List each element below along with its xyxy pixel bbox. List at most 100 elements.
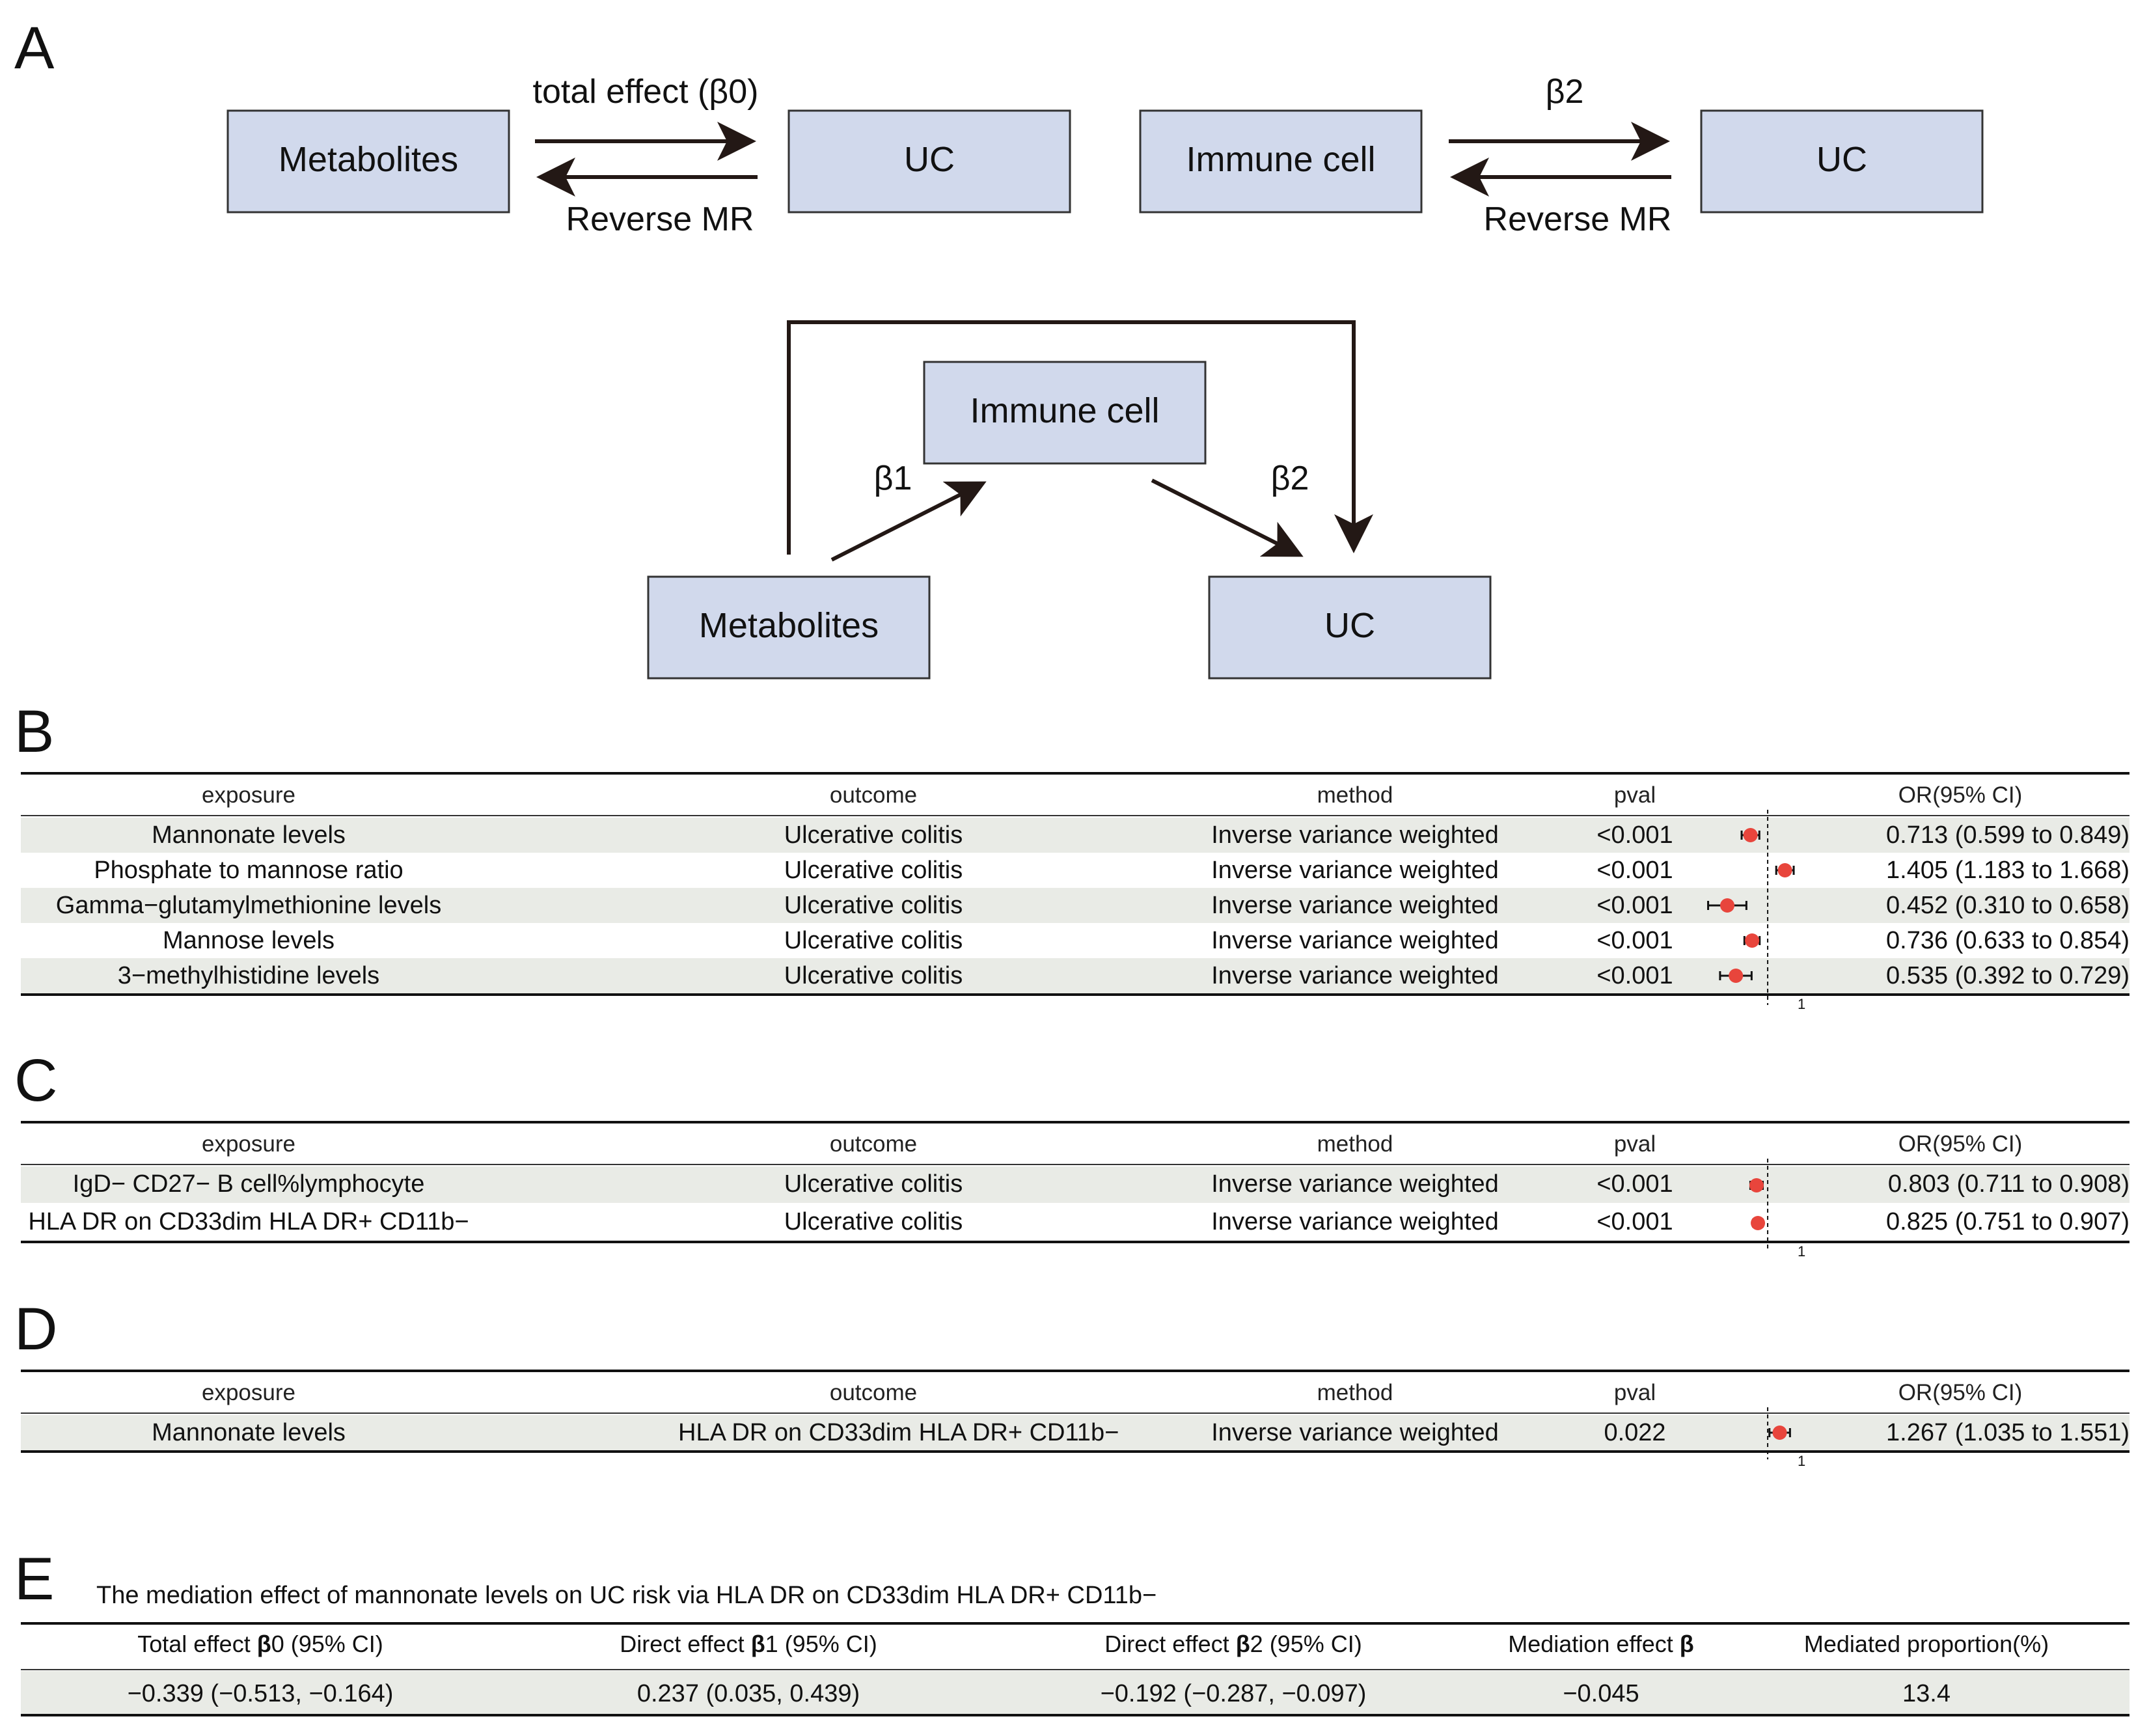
header-or: OR(95% CI) bbox=[1898, 1380, 2023, 1405]
cell-pval: <0.001 bbox=[1596, 857, 1673, 884]
cell-pval: <0.001 bbox=[1596, 962, 1673, 989]
cell-method: Inverse variance weighted bbox=[1211, 1170, 1499, 1198]
table-row: Gamma−glutamylmethionine levels Ulcerati… bbox=[21, 888, 2129, 923]
cell-pval: <0.001 bbox=[1596, 892, 1673, 919]
panel-e-title: The mediation effect of mannonate levels… bbox=[96, 1582, 1157, 1609]
table-row: 3−methylhistidine levels Ulcerative coli… bbox=[21, 958, 2129, 993]
value-direct-effect-2: −0.192 (−0.287, −0.097) bbox=[1100, 1680, 1367, 1707]
cell-or: 0.825 (0.751 to 0.907) bbox=[1886, 1208, 2129, 1235]
cell-method: Inverse variance weighted bbox=[1211, 857, 1499, 884]
panel-e-rule-top bbox=[21, 1622, 2129, 1625]
header-direct-effect-2: Direct effect β2 (95% CI) bbox=[1104, 1631, 1362, 1657]
cell-outcome: Ulcerative colitis bbox=[784, 1208, 963, 1235]
panel-e-value-row bbox=[21, 1671, 2129, 1714]
box-metabolites-bottom bbox=[647, 575, 931, 680]
panel-e-rule-mid bbox=[21, 1669, 2129, 1670]
label-reverse-mr-left: Reverse MR bbox=[566, 200, 754, 238]
forest-table-d: exposure outcome method pval OR(95% CI) … bbox=[21, 1368, 2129, 1469]
cell-method: Inverse variance weighted bbox=[1211, 1208, 1499, 1235]
header-exposure: exposure bbox=[202, 782, 295, 808]
label-immune-mediator: Immune cell bbox=[970, 391, 1159, 430]
table-row: Mannose levels Ulcerative colitis Invers… bbox=[21, 923, 2129, 958]
header-or: OR(95% CI) bbox=[1898, 782, 2023, 808]
forest-point bbox=[1751, 1216, 1766, 1230]
label-immune-top: Immune cell bbox=[1186, 140, 1375, 179]
forest-point bbox=[1720, 898, 1735, 913]
label-uc-top-right: UC bbox=[1816, 140, 1867, 179]
cell-method: Inverse variance weighted bbox=[1211, 1419, 1499, 1446]
cell-or: 1.405 (1.183 to 1.668) bbox=[1886, 857, 2129, 884]
box-uc-top-right bbox=[1700, 109, 1984, 214]
table-row: Phosphate to mannose ratio Ulcerative co… bbox=[21, 853, 2129, 888]
label-beta2-mediation: β2 bbox=[1271, 460, 1309, 497]
box-immune-mediator bbox=[923, 361, 1207, 465]
panel-label-d: D bbox=[14, 1296, 58, 1362]
header-pval: pval bbox=[1613, 1380, 1656, 1405]
forest-table-c: exposure outcome method pval OR(95% CI) … bbox=[21, 1120, 2129, 1263]
box-uc-bottom bbox=[1208, 575, 1492, 680]
panel-label-c: C bbox=[14, 1047, 58, 1114]
value-mediation-effect: −0.045 bbox=[1563, 1680, 1639, 1707]
cell-method: Inverse variance weighted bbox=[1211, 821, 1499, 849]
cell-exposure: Mannonate levels bbox=[152, 821, 346, 849]
forest-ref-label: 1 bbox=[1798, 1453, 1806, 1469]
cell-outcome: Ulcerative colitis bbox=[784, 927, 963, 954]
header-exposure: exposure bbox=[202, 1380, 295, 1405]
arrow-path-b bbox=[1151, 478, 1304, 557]
panel-label-e: E bbox=[14, 1546, 55, 1612]
header-method: method bbox=[1317, 1380, 1393, 1405]
header-method: method bbox=[1317, 782, 1393, 808]
cell-or: 0.736 (0.633 to 0.854) bbox=[1886, 927, 2129, 954]
table-row: HLA DR on CD33dim HLA DR+ CD11b− Ulcerat… bbox=[21, 1204, 2129, 1241]
value-total-effect: −0.339 (−0.513, −0.164) bbox=[127, 1680, 394, 1707]
arrow-direct-path bbox=[787, 320, 1373, 555]
header-total-effect: Total effect β0 (95% CI) bbox=[137, 1631, 383, 1657]
table-row: Mannonate levels HLA DR on CD33dim HLA D… bbox=[21, 1415, 2129, 1450]
cell-or: 1.267 (1.035 to 1.551) bbox=[1886, 1419, 2129, 1446]
label-uc-bottom: UC bbox=[1324, 606, 1375, 645]
header-outcome: outcome bbox=[829, 1131, 918, 1157]
header-outcome: outcome bbox=[829, 782, 918, 808]
label-uc-top-left: UC bbox=[904, 140, 955, 179]
value-direct-effect-1: 0.237 (0.035, 0.439) bbox=[637, 1680, 860, 1707]
label-metabolites-bottom: Metabolites bbox=[699, 606, 879, 645]
box-uc-top-left bbox=[787, 109, 1071, 214]
value-mediated-proportion: 13.4 bbox=[1902, 1680, 1951, 1707]
header-direct-effect-1: Direct effect β1 (95% CI) bbox=[620, 1631, 877, 1657]
cell-outcome: HLA DR on CD33dim HLA DR+ CD11b− bbox=[678, 1419, 1119, 1446]
cell-method: Inverse variance weighted bbox=[1211, 892, 1499, 919]
cell-exposure: 3−methylhistidine levels bbox=[117, 962, 380, 989]
cell-exposure: Mannose levels bbox=[162, 927, 335, 954]
cell-or: 0.535 (0.392 to 0.729) bbox=[1886, 962, 2129, 989]
cell-pval: 0.022 bbox=[1604, 1419, 1666, 1446]
cell-exposure: IgD− CD27− B cell%lymphocyte bbox=[72, 1170, 425, 1198]
cell-exposure: Phosphate to mannose ratio bbox=[94, 857, 404, 884]
forest-point bbox=[1729, 969, 1744, 983]
cell-method: Inverse variance weighted bbox=[1211, 927, 1499, 954]
forest-point bbox=[1777, 863, 1792, 877]
header-pval: pval bbox=[1613, 1131, 1656, 1157]
forest-ref-label: 1 bbox=[1798, 1243, 1806, 1260]
cell-or: 0.452 (0.310 to 0.658) bbox=[1886, 892, 2129, 919]
header-outcome: outcome bbox=[829, 1380, 918, 1405]
header-exposure: exposure bbox=[202, 1131, 295, 1157]
table-row: IgD− CD27− B cell%lymphocyte Ulcerative … bbox=[21, 1166, 2129, 1203]
cell-exposure: Mannonate levels bbox=[152, 1419, 346, 1446]
header-mediation-effect: Mediation effect β bbox=[1508, 1631, 1694, 1657]
header-pval: pval bbox=[1613, 782, 1656, 808]
header-mediated-proportion: Mediated proportion(%) bbox=[1803, 1631, 2049, 1657]
forest-point bbox=[1772, 1426, 1787, 1440]
cell-outcome: Ulcerative colitis bbox=[784, 1170, 963, 1198]
panel-label-a: A bbox=[14, 15, 55, 81]
cell-or: 0.713 (0.599 to 0.849) bbox=[1886, 821, 2129, 849]
cell-outcome: Ulcerative colitis bbox=[784, 857, 963, 884]
forest-table-b: exposure outcome method pval OR(95% CI) … bbox=[21, 771, 2129, 1012]
label-total-effect: total effect (β0) bbox=[533, 73, 759, 111]
table-row: Mannonate levels Ulcerative colitis Inve… bbox=[21, 818, 2129, 853]
cell-outcome: Ulcerative colitis bbox=[784, 821, 963, 849]
forest-plot-c bbox=[1749, 1159, 1769, 1250]
forest-ref-label: 1 bbox=[1798, 996, 1806, 1012]
arrow-path-a bbox=[830, 481, 987, 562]
forest-point bbox=[1749, 1178, 1764, 1192]
mediation-diagram: Metabolites UC Immune cell UC Immune cel… bbox=[226, 73, 1984, 680]
